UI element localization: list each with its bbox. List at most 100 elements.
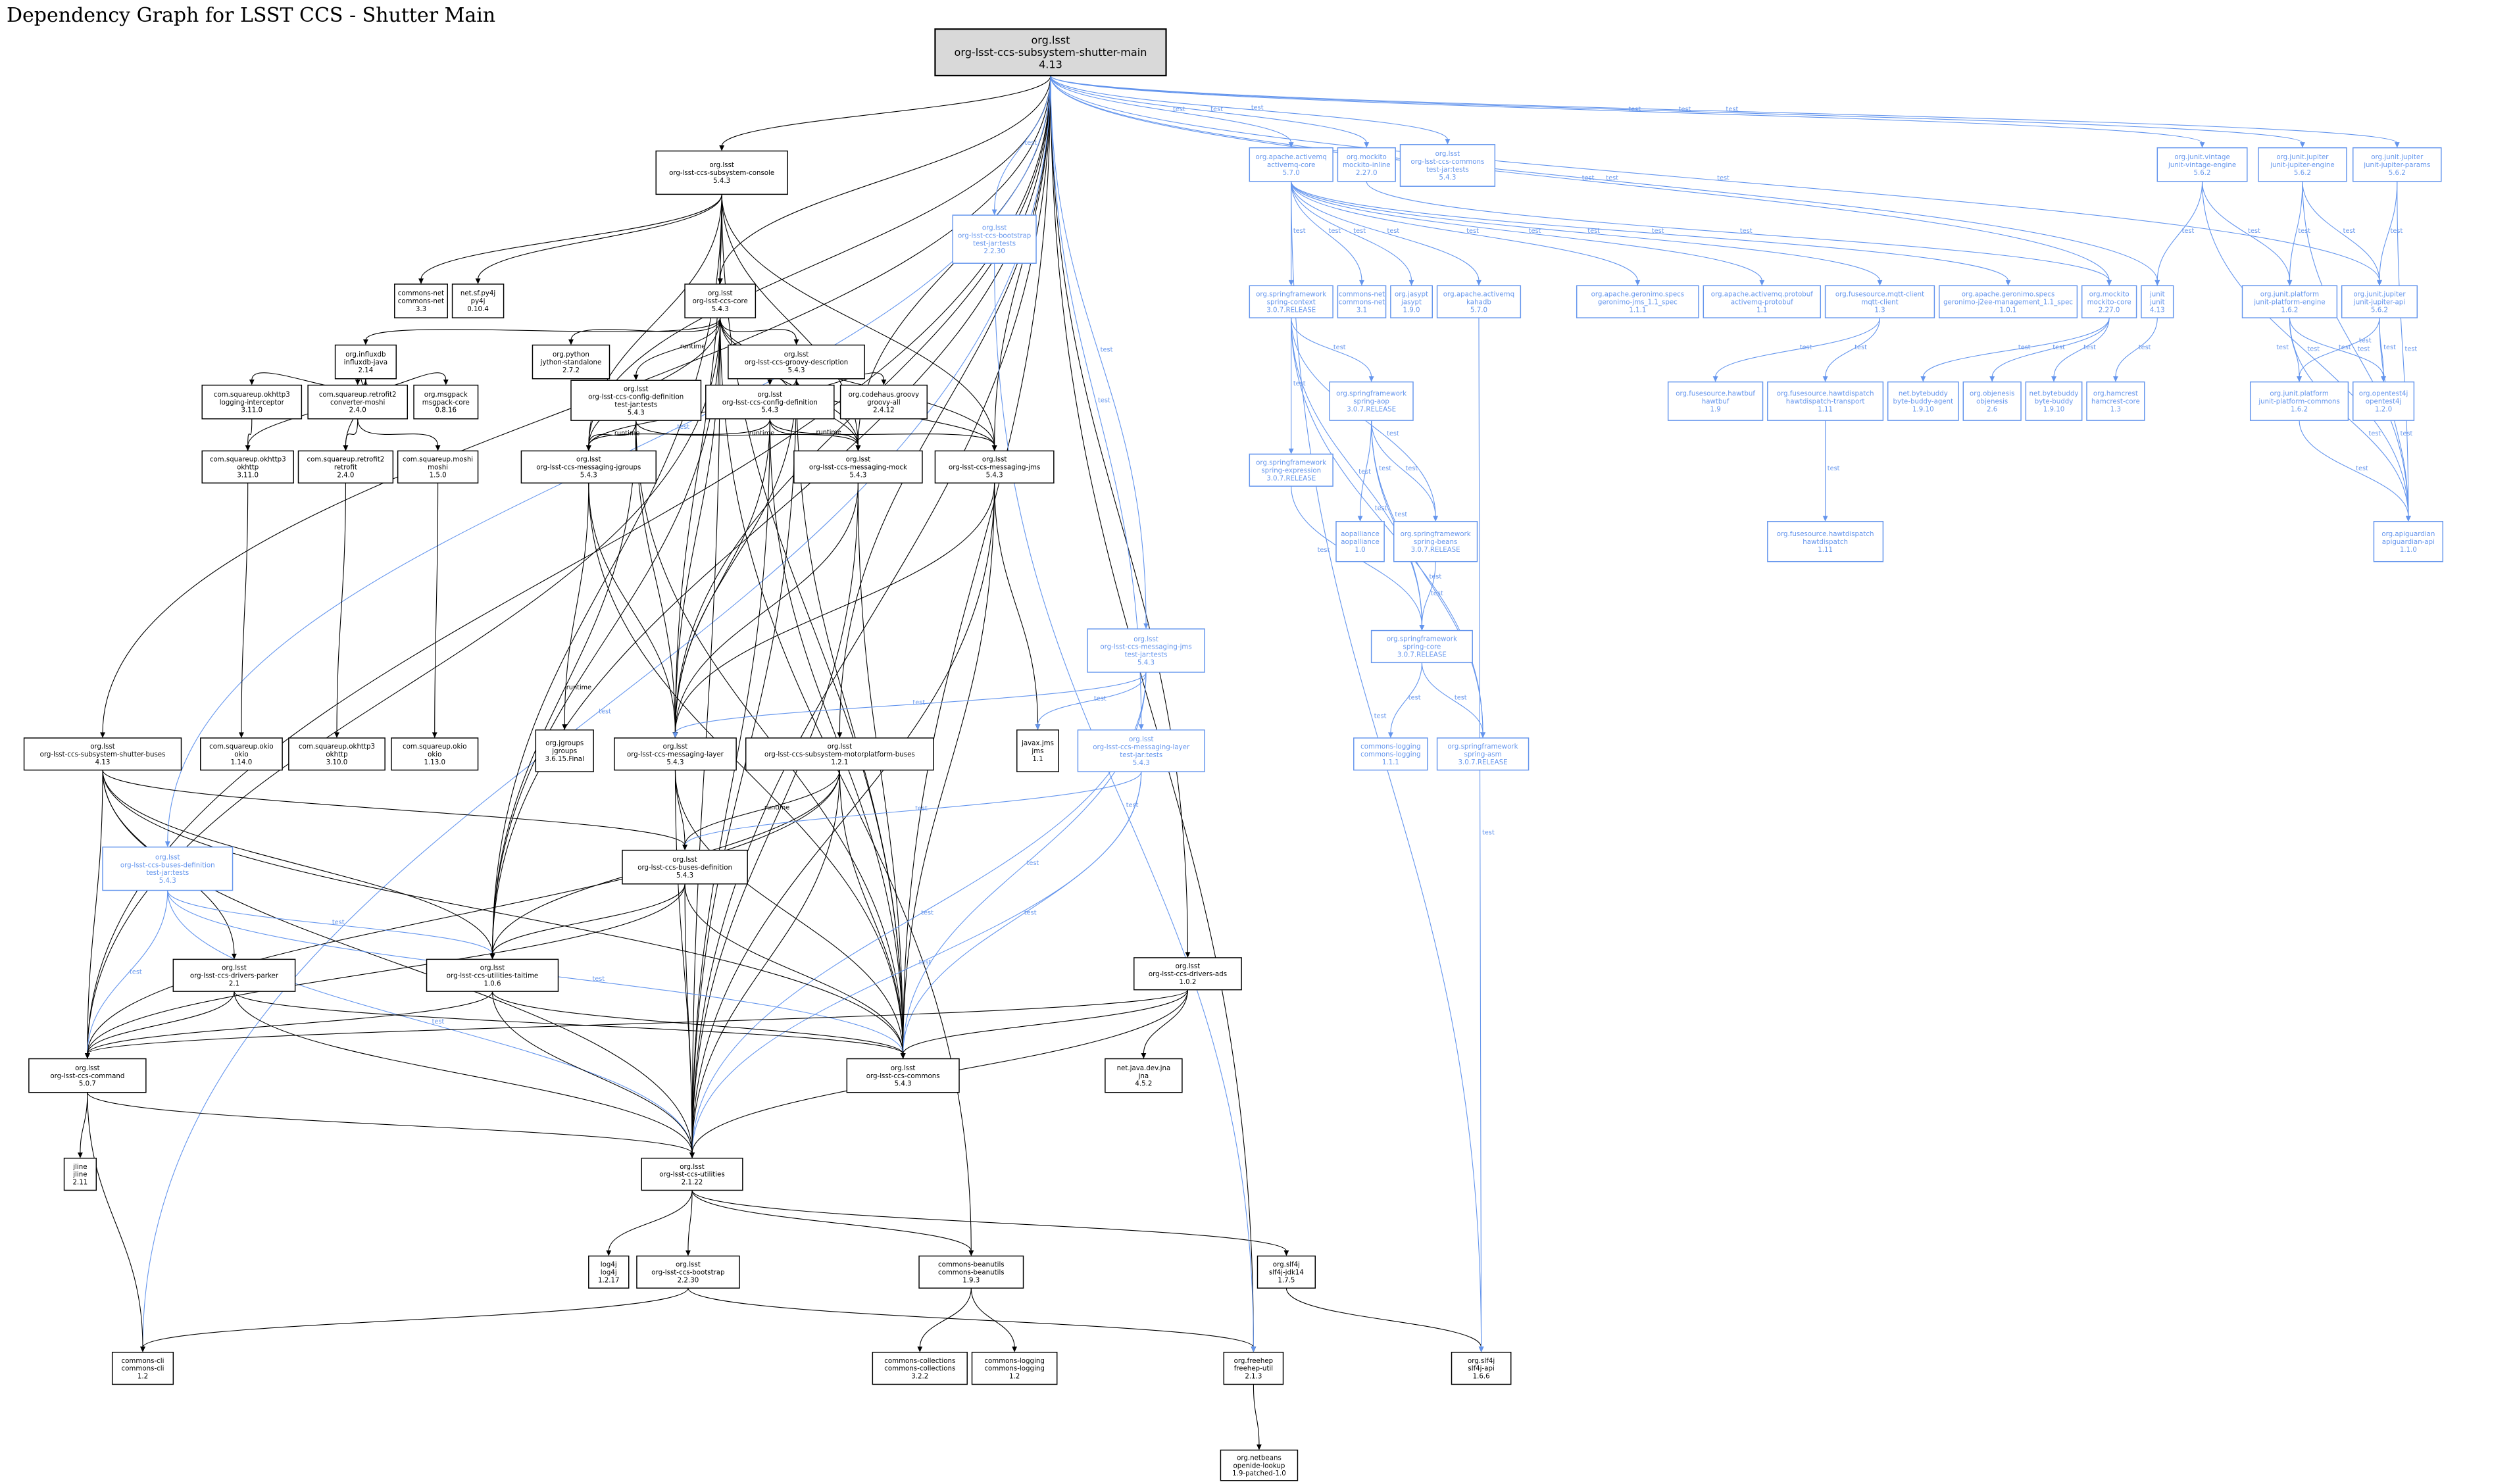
edge-line bbox=[87, 991, 235, 1054]
node-configdef[interactable]: org.lsstorg-lsst-ccs-config-definition5.… bbox=[705, 384, 835, 420]
node-main[interactable]: org.lsstorg-lsst-ccs-subsystem-shutter-m… bbox=[934, 28, 1167, 77]
node-spring-core[interactable]: org.springframeworkspring-core3.0.7.RELE… bbox=[1370, 630, 1473, 664]
node-layer-tj[interactable]: org.lsstorg-lsst-ccs-messaging-layertest… bbox=[1077, 729, 1205, 772]
node-jupiter-params[interactable]: org.junit.jupiterjunit-jupiter-params5.6… bbox=[2353, 147, 2442, 182]
node-bootstrap-tj[interactable]: org.lsstorg-lsst-ccs-bootstraptest-jar:t… bbox=[952, 214, 1037, 264]
node-label-line: org.apache.activemq bbox=[1256, 153, 1327, 161]
edge-label: test bbox=[2339, 344, 2351, 351]
node-jms-tj[interactable]: org.lsstorg-lsst-ccs-messaging-jmstest-j… bbox=[1087, 628, 1205, 673]
node-logging-int[interactable]: com.squareup.okhttp3logging-interceptor3… bbox=[201, 384, 303, 420]
node-commons-tj[interactable]: org.lsstorg-lsst-ccs-commonstest-jar:tes… bbox=[1399, 144, 1496, 187]
node-platform-engine[interactable]: org.junit.platformjunit-platform-engine1… bbox=[2241, 285, 2338, 318]
node-console[interactable]: org.lsstorg-lsst-ccs-subsystem-console5.… bbox=[655, 150, 788, 195]
node-label-line: org-lsst-ccs-messaging-jms bbox=[1100, 643, 1191, 651]
node-spring-asm[interactable]: org.springframeworkspring-asm3.0.7.RELEA… bbox=[1436, 737, 1530, 771]
node-jgroups-msg[interactable]: org.lsstorg-lsst-ccs-messaging-jgroups5.… bbox=[520, 450, 657, 483]
node-taitime[interactable]: org.lsstorg-lsst-ccs-utilities-taitime1.… bbox=[426, 958, 559, 992]
node-layer[interactable]: org.lsstorg-lsst-ccs-messaging-layer5.4.… bbox=[614, 737, 737, 771]
node-conv-moshi[interactable]: com.squareup.retrofit2converter-moshi2.4… bbox=[307, 384, 409, 420]
edge-line bbox=[1037, 672, 1147, 726]
node-shutter-buses[interactable]: org.lsstorg-lsst-ccs-subsystem-shutter-b… bbox=[23, 737, 182, 771]
node-hawtdispatch[interactable]: org.fusesource.hawtdispatchhawtdispatch1… bbox=[1767, 521, 1884, 562]
node-motor[interactable]: org.lsstorg-lsst-ccs-subsystem-motorplat… bbox=[745, 737, 934, 771]
node-configdef-tj[interactable]: org.lsstorg-lsst-ccs-config-definitionte… bbox=[570, 380, 702, 421]
node-busesdef-tj[interactable]: org.lsstorg-lsst-ccs-buses-definitiontes… bbox=[102, 846, 234, 891]
node-protobuf[interactable]: org.apache.activemq.protobufactivemq-pro… bbox=[1703, 285, 1822, 318]
edge-line bbox=[1050, 75, 2380, 282]
node-jupiter-engine[interactable]: org.junit.jupiterjunit-jupiter-engine5.6… bbox=[2258, 147, 2347, 182]
node-spring-beans[interactable]: org.springframeworkspring-beans3.0.7.REL… bbox=[1393, 521, 1478, 562]
node-hd-transport[interactable]: org.fusesource.hawtdispatchhawtdispatch-… bbox=[1767, 381, 1884, 421]
node-label-line: org.lsst bbox=[1133, 635, 1158, 643]
node-busesdef[interactable]: org.lsstorg-lsst-ccs-buses-definition5.4… bbox=[622, 849, 748, 885]
node-spring-expr[interactable]: org.springframeworkspring-expression3.0.… bbox=[1249, 453, 1333, 487]
node-label-line: junit-jupiter-api bbox=[2353, 298, 2405, 306]
edge-line bbox=[903, 483, 995, 1054]
edge-line bbox=[1371, 420, 1436, 517]
edge-line bbox=[357, 418, 439, 447]
node-geronimo-jms[interactable]: org.apache.geronimo.specsgeronimo-jms_1.… bbox=[1576, 285, 1699, 318]
dependency-edge-beanutils-to-collections bbox=[917, 1288, 972, 1352]
node-spring-aop[interactable]: org.springframeworkspring-aop3.0.7.RELEA… bbox=[1329, 381, 1414, 421]
node-groovy-desc[interactable]: org.lsstorg-lsst-ccs-groovy-description5… bbox=[728, 344, 865, 380]
node-collections[interactable]: commons-collectionscommons-collections3.… bbox=[872, 1351, 968, 1385]
node-vintage[interactable]: org.junit.vintagejunit-vintage-engine5.6… bbox=[2156, 147, 2248, 182]
node-platform-commons[interactable]: org.junit.platformjunit-platform-commons… bbox=[2249, 381, 2349, 421]
node-spring-context[interactable]: org.springframeworkspring-context3.0.7.R… bbox=[1249, 285, 1333, 318]
node-j2ee[interactable]: org.apache.geronimo.specsgeronimo-j2ee-m… bbox=[1938, 285, 2078, 318]
node-openide[interactable]: org.netbeansopenide-lookup1.9-patched-1.… bbox=[1220, 1449, 1299, 1481]
node-label-line: 1.5.0 bbox=[430, 471, 447, 479]
edge-label: test bbox=[2139, 344, 2151, 351]
